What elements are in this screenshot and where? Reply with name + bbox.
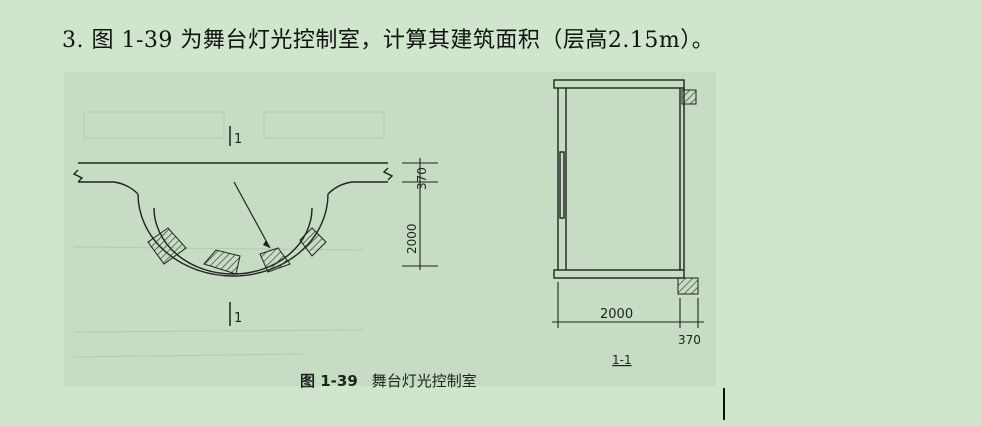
caption-title: 舞台灯光控制室 <box>371 372 477 390</box>
section-dimension-lines <box>552 282 704 328</box>
section-drawing <box>553 79 685 279</box>
dim-width-section: 2000 <box>600 307 633 322</box>
question-text: 3. 图 1-39 为舞台灯光控制室，计算其建筑面积（层高2.15m）。 <box>62 28 715 53</box>
plan-dimension-lines <box>402 158 438 270</box>
figure-image: 1 <box>64 72 716 390</box>
dim-radius-plan: 2000 <box>405 223 419 254</box>
section-hatched-wall <box>677 89 699 295</box>
radius-arrow-head <box>263 240 270 248</box>
section-mark-bottom: 1 <box>234 311 242 326</box>
scan-texture <box>73 111 385 358</box>
radius-line <box>233 181 271 249</box>
plan-wall <box>72 162 394 183</box>
floor-plan-drawing: 1 <box>72 79 704 367</box>
text-cursor <box>723 388 725 420</box>
dim-wall-section: 370 <box>678 333 701 347</box>
section-label: 1-1 <box>612 353 632 367</box>
figure-caption: 图 1-39 舞台灯光控制室 <box>300 370 477 391</box>
section-mark-top: 1 <box>234 132 242 147</box>
plan-hatched-blocks <box>147 227 327 275</box>
dim-wall-plan: 370 <box>415 167 429 190</box>
caption-number: 图 1-39 <box>300 372 358 390</box>
